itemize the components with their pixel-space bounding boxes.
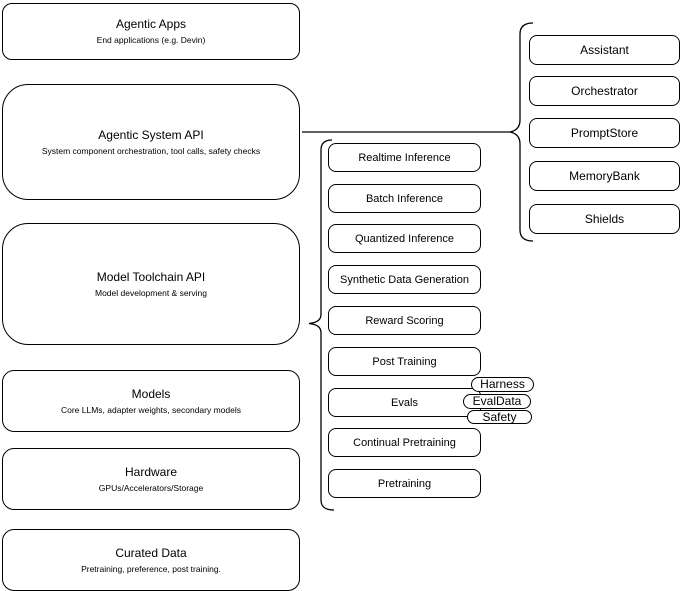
component-orchestrator: Orchestrator xyxy=(529,76,680,106)
box-models: Models Core LLMs, adapter weights, secon… xyxy=(2,370,300,432)
component-label: Assistant xyxy=(580,43,629,57)
box-subtitle: System component orchestration, tool cal… xyxy=(41,145,261,156)
component-assistant: Assistant xyxy=(529,35,680,65)
tag-safety: Safety xyxy=(467,410,532,424)
box-title: Curated Data xyxy=(115,545,187,560)
toolchain-item-post-training: Post Training xyxy=(328,347,481,376)
box-subtitle: End applications (e.g. Devin) xyxy=(96,35,206,45)
toolchain-item-continual-pretraining: Continual Pretraining xyxy=(328,428,481,457)
box-hardware: Hardware GPUs/Accelerators/Storage xyxy=(2,448,300,510)
toolchain-item-synthetic-data-generation: Synthetic Data Generation xyxy=(328,265,481,294)
box-subtitle: Pretraining, preference, post training. xyxy=(81,563,221,574)
tag-harness: Harness xyxy=(471,377,534,392)
toolchain-item-label: Reward Scoring xyxy=(365,314,444,327)
box-curated-data: Curated Data Pretraining, preference, po… xyxy=(2,529,300,591)
toolchain-item-label: Realtime Inference xyxy=(358,151,451,164)
box-title: Agentic System API xyxy=(98,127,204,142)
box-agentic-apps: Agentic Apps End applications (e.g. Devi… xyxy=(2,3,300,60)
box-title: Models xyxy=(131,386,171,401)
toolchain-item-reward-scoring: Reward Scoring xyxy=(328,306,481,335)
box-title: Hardware xyxy=(124,464,178,479)
box-title: Agentic Apps xyxy=(115,17,187,31)
toolchain-item-label: Pretraining xyxy=(377,477,432,490)
box-agentic-system-api: Agentic System API System component orch… xyxy=(2,84,300,200)
toolchain-item-label: Evals xyxy=(391,396,418,409)
tag-evaldata: EvalData xyxy=(463,394,531,409)
box-subtitle: Core LLMs, adapter weights, secondary mo… xyxy=(60,404,241,415)
box-title: Model Toolchain API xyxy=(96,269,206,284)
component-shields: Shields xyxy=(529,204,680,234)
component-promptstore: PromptStore xyxy=(529,118,680,148)
toolchain-item-realtime-inference: Realtime Inference xyxy=(328,143,481,172)
toolchain-item-label: Quantized Inference xyxy=(354,232,455,245)
toolchain-item-quantized-inference: Quantized Inference xyxy=(328,224,481,253)
tag-label: Safety xyxy=(482,409,517,424)
toolchain-item-label: Post Training xyxy=(372,355,437,368)
toolchain-item-label: Synthetic Data Generation xyxy=(339,273,470,286)
component-memorybank: MemoryBank xyxy=(529,161,680,191)
toolchain-item-label: Batch Inference xyxy=(365,192,444,205)
component-label: MemoryBank xyxy=(569,169,640,183)
box-model-toolchain-api: Model Toolchain API Model development & … xyxy=(2,223,300,345)
toolchain-item-pretraining: Pretraining xyxy=(328,469,481,498)
box-subtitle: GPUs/Accelerators/Storage xyxy=(98,482,204,493)
tag-label: Harness xyxy=(480,377,525,391)
tag-label: EvalData xyxy=(472,394,522,408)
toolchain-item-label: Continual Pretraining xyxy=(353,436,456,449)
toolchain-item-evals: Evals xyxy=(328,388,481,417)
component-label: Orchestrator xyxy=(571,84,638,98)
component-label: Shields xyxy=(584,212,625,226)
toolchain-item-batch-inference: Batch Inference xyxy=(328,184,481,213)
box-subtitle: Model development & serving xyxy=(95,287,207,298)
component-label: PromptStore xyxy=(570,126,639,140)
